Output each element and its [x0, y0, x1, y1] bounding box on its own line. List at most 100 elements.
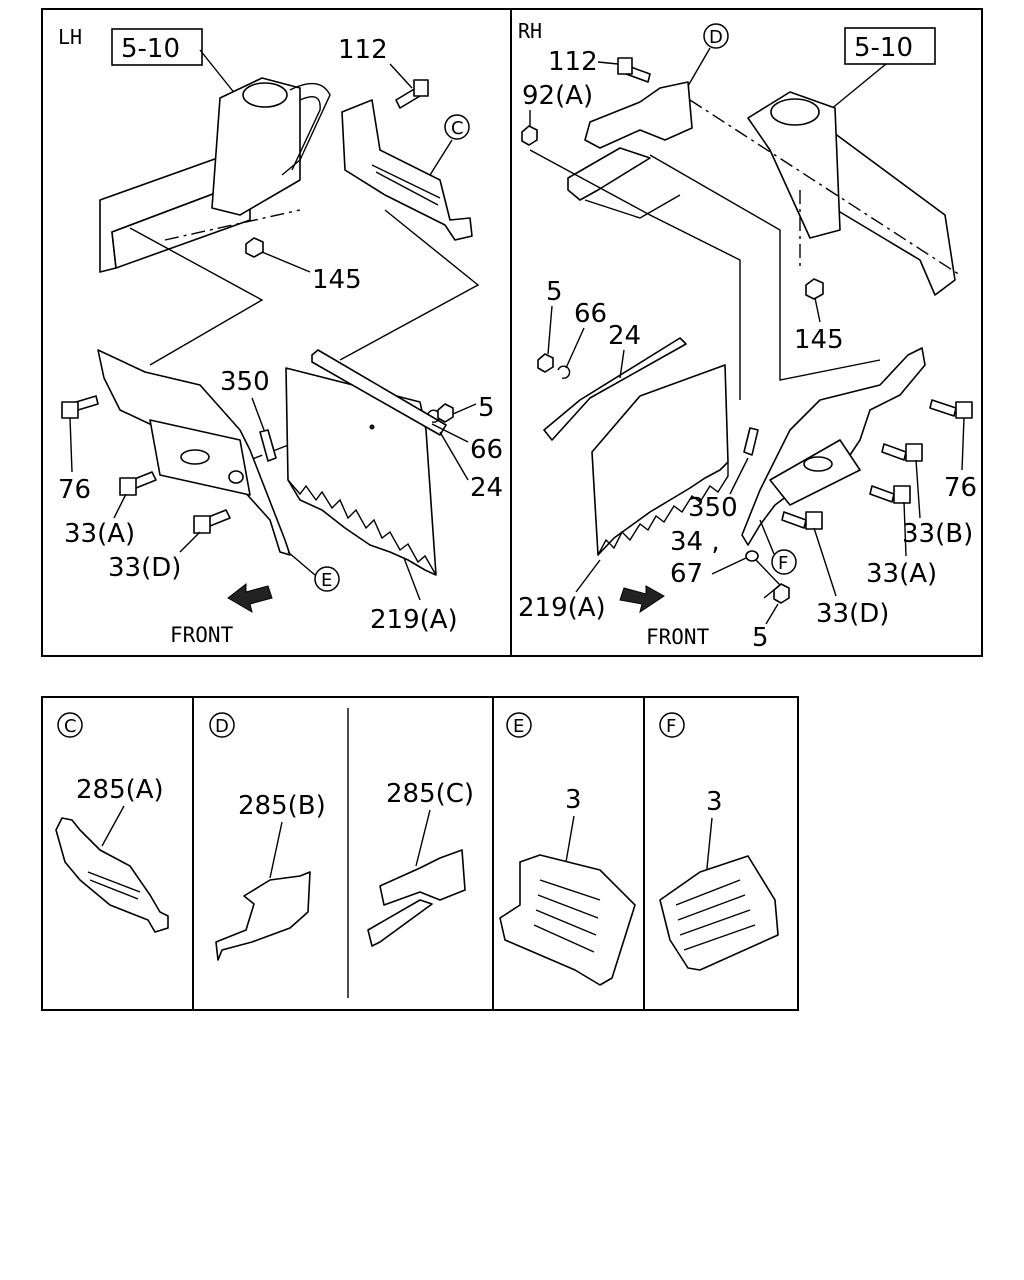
lh-leader-c [429, 139, 453, 176]
detail-d1-leader [269, 821, 283, 879]
rh-nut-5a [537, 353, 554, 373]
lh-plate-slot [180, 449, 210, 465]
lh-handle-inner [291, 96, 321, 171]
lh-bracket-c-slot [371, 164, 441, 206]
lh-handle [281, 82, 331, 176]
rh-nut-5b [773, 583, 790, 604]
rh-bracket-column [747, 91, 841, 239]
detail-c-part-label: 285(A) [76, 775, 164, 805]
lh-mud-flap [285, 367, 437, 576]
rh-bolt-33b [881, 443, 907, 461]
lh-callout-c-letter: C [451, 118, 464, 139]
rh-guide-b [584, 194, 681, 219]
rh-label-92a: 92(A) [522, 81, 593, 111]
rh-label-219a: 219(A) [518, 593, 606, 623]
lh-callout-e[interactable] [314, 566, 340, 592]
rh-bracket-d-flange [567, 147, 651, 201]
detail-e-circle [506, 712, 532, 738]
rh-label-34: 34 , [670, 527, 720, 557]
detail-f-ribs [675, 879, 756, 951]
lh-bracket-column [211, 77, 301, 216]
rh-label-76: 76 [944, 473, 977, 503]
lh-bolt-112-head [413, 79, 429, 97]
rh-plate-slot [803, 456, 833, 472]
lh-side-label: LH [58, 25, 82, 49]
rh-callout-f-letter: F [778, 553, 788, 574]
rh-label-350: 350 [688, 493, 738, 523]
detail-d2-part-label: 285(C) [386, 779, 474, 809]
rh-mud-flap-serration [597, 462, 729, 556]
rh-leader-5b [765, 603, 779, 625]
lh-leader-219a [403, 557, 421, 601]
detail-d2: 285(C) [367, 779, 474, 947]
detail-c: C 285(A) [55, 712, 169, 933]
rh-bolt-76-head [955, 401, 973, 419]
rh-washer-34 [745, 550, 759, 562]
rh-label-33a: 33(A) [866, 559, 937, 589]
rh-guide-d [649, 154, 881, 381]
detail-d1-part-label: 285(B) [238, 791, 326, 821]
rh-nut-92a [521, 125, 538, 146]
detail-frame [41, 696, 799, 1011]
rh-leader-350 [729, 457, 749, 495]
detail-e-bracket [499, 854, 636, 986]
lh-callout-c[interactable] [444, 114, 470, 140]
lh-leader-76 [69, 417, 73, 473]
rh-bolt-33a [869, 485, 895, 503]
rh-ref-box[interactable] [844, 27, 936, 65]
lh-label-350: 350 [220, 367, 270, 397]
detail-d2-flange [367, 899, 433, 947]
rh-label-5b: 5 [752, 623, 769, 653]
rh-leader-f [759, 519, 775, 555]
lh-guide-b [164, 209, 301, 241]
rh-label-67: 67 [670, 559, 703, 589]
detail-e: E 3 [499, 712, 636, 986]
rh-stay-350 [743, 427, 759, 456]
rh-leader-33b [915, 459, 921, 519]
rh-leader-67 [711, 557, 747, 575]
lh-leader-5 [452, 403, 477, 415]
lh-guide-c [339, 209, 480, 361]
rh-leader-112 [597, 61, 619, 65]
rh-front-arrow-icon [619, 585, 665, 614]
lh-leader-e [287, 551, 316, 576]
detail-e-letter: E [513, 716, 524, 737]
lh-leader-350 [251, 397, 265, 431]
rh-leader-5a [547, 305, 553, 355]
rh-callout-f[interactable] [771, 549, 797, 575]
lh-label-76: 76 [58, 475, 91, 505]
rh-leader-33a [903, 501, 907, 557]
rh-bolt-33d-head [805, 511, 823, 530]
lh-guide-a [129, 227, 264, 366]
detail-d1-bracket [215, 871, 311, 961]
lh-callout-e-letter: E [321, 570, 332, 591]
rh-leader-219a [575, 559, 601, 593]
rh-nut-145 [805, 278, 824, 300]
rh-callout-d[interactable] [703, 23, 729, 49]
lh-nut-5 [437, 403, 454, 423]
lh-label-112: 112 [338, 35, 388, 65]
rh-ref-leader [829, 63, 887, 111]
lh-leader-33d [179, 531, 201, 553]
detail-d2-leader [415, 809, 431, 867]
detail-d-letter: D [215, 716, 229, 737]
detail-e-leader [565, 815, 575, 863]
detail-c-slot [87, 871, 141, 900]
lh-label-145: 145 [312, 265, 362, 295]
detail-c-bracket [55, 817, 169, 933]
rh-side-label: RH [518, 19, 542, 43]
lh-bolt-76-head [61, 401, 79, 419]
rh-label-33d: 33(D) [816, 599, 889, 629]
rh-callout-d-letter: D [709, 27, 723, 48]
lh-bolt-76 [75, 395, 99, 411]
lh-ref-box[interactable] [111, 28, 203, 66]
rh-label-24: 24 [608, 321, 641, 351]
rh-bolt-33a-head [893, 485, 911, 504]
detail-f-bracket [659, 855, 779, 971]
lh-bolt-33a-head [119, 477, 137, 496]
detail-f-leader [705, 817, 713, 879]
detail-d-circle [209, 712, 235, 738]
lh-panel: LH 5-10 112 C 145 [58, 25, 503, 647]
lh-bolt-33d-head [193, 515, 211, 534]
